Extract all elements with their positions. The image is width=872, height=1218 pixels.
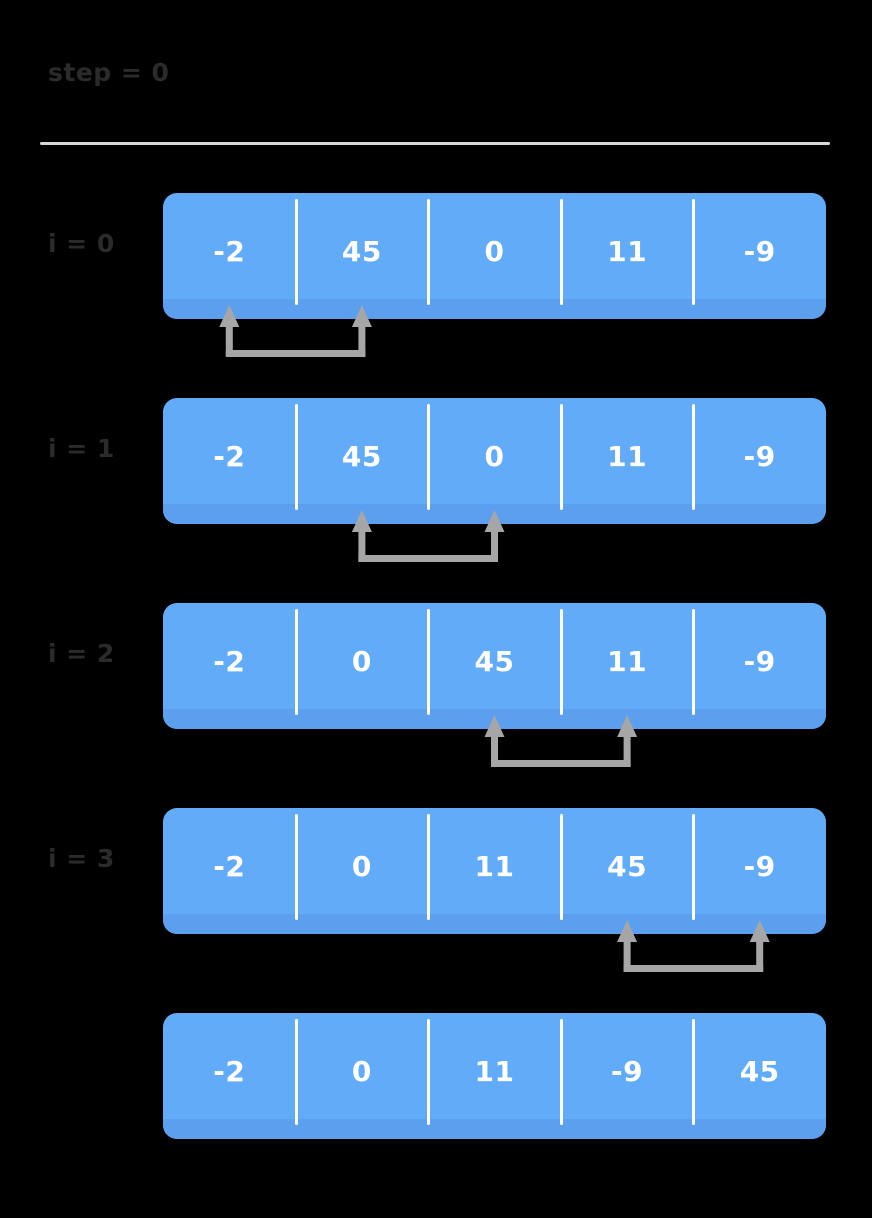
array-cell[interactable]: 0 (427, 193, 561, 319)
array-bar: -2 45 0 11 -9 (163, 193, 826, 319)
array-cell[interactable]: 11 (559, 398, 694, 524)
array-cell[interactable]: -9 (692, 808, 826, 934)
array-row: i = 3 -2 0 11 45 -9 (0, 808, 872, 1013)
array-cell[interactable]: 0 (294, 1013, 429, 1139)
array-cell-value: -2 (213, 850, 246, 883)
array-cell-value: 11 (607, 235, 648, 268)
array-cell[interactable]: 0 (427, 398, 561, 524)
array-cell[interactable]: 11 (427, 808, 561, 934)
array-cell-value: 45 (474, 645, 515, 678)
swap-arrow-connector (225, 350, 366, 357)
array-cell-value: 11 (607, 645, 648, 678)
array-cell-value: -9 (743, 440, 776, 473)
row-index-label: i = 3 (48, 844, 115, 873)
array-cell-value: 11 (474, 850, 515, 883)
row-index-label: i = 1 (48, 434, 115, 463)
array-bar: -2 0 11 -9 45 (163, 1013, 826, 1139)
array-cell-value: 0 (351, 850, 372, 883)
array-row: i = 1 -2 45 0 11 -9 (0, 398, 872, 603)
array-cell-value: 0 (351, 1055, 372, 1088)
array-cell[interactable]: -2 (163, 808, 296, 934)
array-cell[interactable]: 0 (294, 808, 429, 934)
array-cell[interactable]: -9 (692, 398, 826, 524)
array-cell-value: -2 (213, 1055, 246, 1088)
array-cell-value: 0 (351, 645, 372, 678)
array-cell-value: -2 (213, 645, 246, 678)
array-cell[interactable]: 11 (559, 193, 694, 319)
array-cell[interactable]: -2 (163, 193, 296, 319)
array-cell[interactable]: 45 (692, 1013, 826, 1139)
array-bar: -2 0 45 11 -9 (163, 603, 826, 729)
step-label: step = 0 (48, 58, 170, 87)
array-cell[interactable]: 45 (294, 193, 429, 319)
array-cell-value: 0 (484, 440, 505, 473)
row-index-label: i = 2 (48, 639, 115, 668)
array-cell-value: -2 (213, 235, 246, 268)
array-cell-value: 45 (607, 850, 648, 883)
array-bar: -2 45 0 11 -9 (163, 398, 826, 524)
array-cell-value: -2 (213, 440, 246, 473)
array-cell[interactable]: 0 (294, 603, 429, 729)
array-cell-value: 11 (474, 1055, 515, 1088)
header-divider (40, 142, 830, 145)
swap-arrow-connector (623, 965, 764, 972)
array-bar: -2 0 11 45 -9 (163, 808, 826, 934)
array-cell-value: 0 (484, 235, 505, 268)
array-cell[interactable]: -9 (692, 603, 826, 729)
array-cell-value: -9 (611, 1055, 644, 1088)
array-cell-value: 45 (739, 1055, 780, 1088)
array-row: -2 0 11 -9 45 (0, 1013, 872, 1218)
array-cell-value: 11 (607, 440, 648, 473)
swap-arrow-connector (491, 760, 631, 767)
array-row: i = 2 -2 0 45 11 -9 (0, 603, 872, 808)
array-row: i = 0 -2 45 0 11 -9 (0, 193, 872, 398)
swap-arrow-connector (358, 555, 498, 562)
array-cell-value: 45 (341, 440, 382, 473)
array-cell[interactable]: 45 (294, 398, 429, 524)
row-index-label: i = 0 (48, 229, 115, 258)
array-cell-value: -9 (743, 645, 776, 678)
array-cell[interactable]: 11 (427, 1013, 561, 1139)
array-cell[interactable]: 45 (559, 808, 694, 934)
array-cell-value: -9 (743, 850, 776, 883)
array-cell[interactable]: -2 (163, 1013, 296, 1139)
array-cell[interactable]: -9 (692, 193, 826, 319)
array-cell[interactable]: 11 (559, 603, 694, 729)
array-cell[interactable]: 45 (427, 603, 561, 729)
array-cell[interactable]: -9 (559, 1013, 694, 1139)
array-cell[interactable]: -2 (163, 398, 296, 524)
array-cell-value: -9 (743, 235, 776, 268)
array-cell[interactable]: -2 (163, 603, 296, 729)
array-cell-value: 45 (341, 235, 382, 268)
